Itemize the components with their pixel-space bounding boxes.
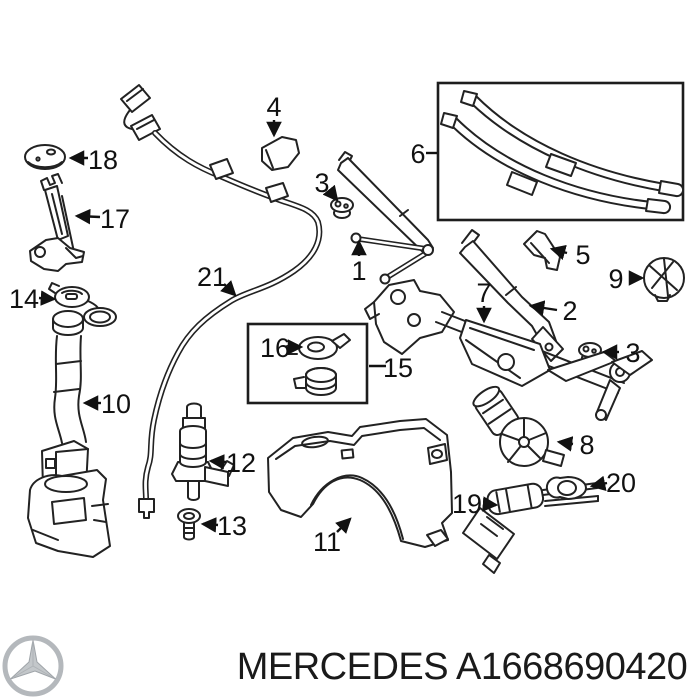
callout-15: 15 — [383, 353, 413, 383]
reservoir-tank-drawing — [267, 418, 453, 548]
callout-8: 8 — [579, 430, 594, 460]
callout-21: 21 — [197, 262, 227, 292]
filler-neck-drawing — [27, 310, 111, 558]
wiper-arm-2-drawing — [459, 229, 564, 362]
logo-ring — [2, 635, 64, 697]
leader-3-upper — [322, 184, 339, 202]
wiper-arm-1-drawing — [337, 151, 434, 285]
star-ridge — [13, 640, 53, 678]
callout-3-right: 3 — [625, 338, 640, 368]
leader-14 — [38, 290, 57, 306]
leader-20 — [589, 475, 608, 492]
cap-14-drawing — [48, 282, 117, 327]
leader-12 — [208, 454, 227, 470]
callout-19: 19 — [452, 489, 482, 519]
callout-5: 5 — [575, 240, 590, 270]
callout-2: 2 — [562, 296, 577, 326]
trim-5-drawing — [523, 230, 561, 271]
callout-13: 13 — [217, 511, 247, 541]
bolt-13-drawing — [177, 508, 201, 541]
callout-3-upper: 3 — [314, 168, 329, 198]
leader-8 — [556, 436, 574, 452]
callout-20: 20 — [606, 468, 636, 498]
washer-hose-drawing — [120, 84, 323, 519]
grommet-20-drawing — [545, 476, 587, 500]
callout-6: 6 — [410, 139, 425, 169]
callout-18: 18 — [88, 145, 118, 175]
leader-21 — [220, 280, 237, 297]
washer-pump-drawing — [171, 402, 235, 501]
wiper-motor-drawing — [472, 385, 565, 467]
callout-9: 9 — [608, 264, 623, 294]
grommet-3-upper-drawing — [330, 197, 354, 219]
wiper-blade-set-drawing — [436, 81, 685, 222]
callout-4: 4 — [266, 92, 281, 122]
wiper-linkage-drawing — [364, 279, 653, 421]
callout-17: 17 — [100, 204, 130, 234]
cap-set-box-drawing — [246, 322, 369, 405]
mercedes-logo — [2, 635, 64, 697]
callout-numbers: 1 2 3 3 4 5 6 7 8 9 10 11 12 13 14 15 16… — [9, 92, 641, 557]
callout-12: 12 — [226, 448, 256, 478]
callout-leaders — [38, 120, 645, 534]
footer: MERCEDES A1668690420 — [2, 635, 688, 697]
leader-17 — [74, 208, 101, 225]
callout-10: 10 — [101, 389, 131, 419]
leader-11 — [335, 517, 352, 534]
leader-2 — [528, 300, 558, 316]
nozzle-cover-drawing — [261, 136, 300, 171]
bracket-17-drawing — [29, 173, 85, 272]
part-number-text: MERCEDES A1668690420 — [237, 646, 688, 688]
leader-19 — [482, 496, 499, 512]
callout-16: 16 — [260, 333, 290, 363]
callout-1: 1 — [351, 256, 366, 286]
callout-7: 7 — [476, 278, 491, 308]
cap-9-drawing — [643, 257, 685, 302]
leader-5 — [549, 244, 568, 260]
callout-14: 14 — [9, 284, 39, 314]
cap-18-drawing — [24, 144, 66, 170]
callout-11: 11 — [313, 527, 341, 557]
leader-13 — [200, 517, 219, 533]
